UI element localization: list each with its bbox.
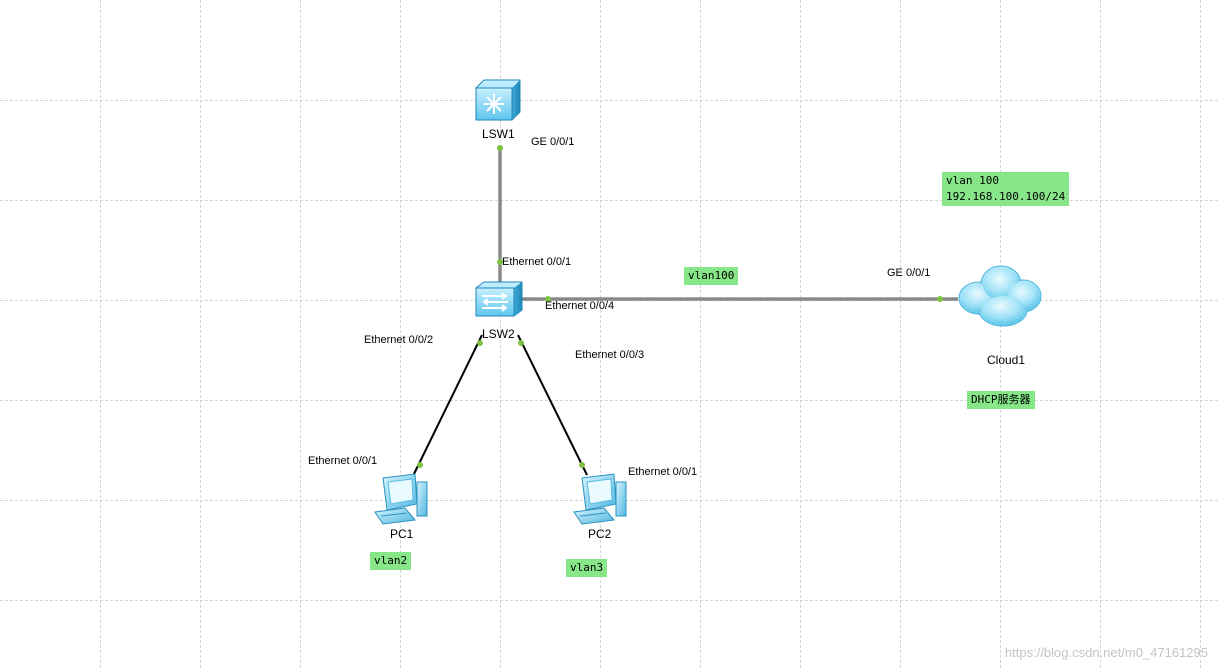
link-lsw2-pc2[interactable] — [517, 334, 588, 476]
port-dot-lsw2-e3 — [518, 340, 524, 346]
device-name-cloud1: Cloud1 — [987, 353, 1026, 367]
port-label-pc1: Ethernet 0/0/1 — [308, 455, 378, 467]
l2-switch-icon[interactable] — [475, 281, 523, 317]
port-dot-pc1 — [417, 462, 423, 468]
port-dot-cloud-ge — [937, 296, 943, 302]
note-dhcp-server: DHCP服务器 — [967, 391, 1035, 409]
link-lsw2-pc1[interactable] — [411, 334, 483, 479]
device-name-lsw2: LSW2 — [482, 327, 515, 341]
port-dot-lsw2-e1 — [497, 259, 503, 265]
port-dot-lsw1-ge — [497, 145, 503, 151]
port-label-lsw2-e1: Ethernet 0/0/1 — [502, 256, 572, 268]
port-label-cloud-ge: GE 0/0/1 — [887, 267, 931, 279]
port-label-lsw2-e3: Ethernet 0/0/3 — [575, 349, 645, 361]
port-label-pc2: Ethernet 0/0/1 — [628, 466, 698, 478]
port-dot-lsw2-e4 — [545, 296, 551, 302]
port-label-lsw2-e2: Ethernet 0/0/2 — [364, 334, 434, 346]
pc-icon[interactable] — [573, 473, 627, 525]
port-dot-lsw2-e2 — [477, 340, 483, 346]
device-name-pc1: PC1 — [390, 527, 414, 541]
note-pc1-vlan: vlan2 — [370, 552, 412, 570]
port-dots — [417, 145, 943, 468]
cloud-icon[interactable] — [958, 265, 1042, 327]
port-dot-pc2 — [579, 462, 585, 468]
device-name-pc2: PC2 — [588, 527, 612, 541]
note-cloud-vlan-line2: 192.168.100.100/24 — [946, 190, 1066, 203]
l3-switch-icon[interactable] — [475, 79, 521, 121]
port-label-lsw2-e4: Ethernet 0/0/4 — [545, 300, 615, 312]
note-link-vlan: vlan100 — [684, 267, 739, 285]
device-name-lsw1: LSW1 — [482, 127, 515, 141]
note-pc2-vlan: vlan3 — [566, 559, 608, 577]
port-label-lsw1-ge: GE 0/0/1 — [531, 136, 575, 148]
note-cloud-vlan-line1: vlan 100 — [946, 174, 999, 187]
watermark: https://blog.csdn.net/m0_47161295 — [1004, 645, 1208, 660]
pc-icon[interactable] — [374, 473, 428, 525]
note-cloud-vlan: vlan 100 192.168.100.100/24 — [942, 172, 1070, 206]
